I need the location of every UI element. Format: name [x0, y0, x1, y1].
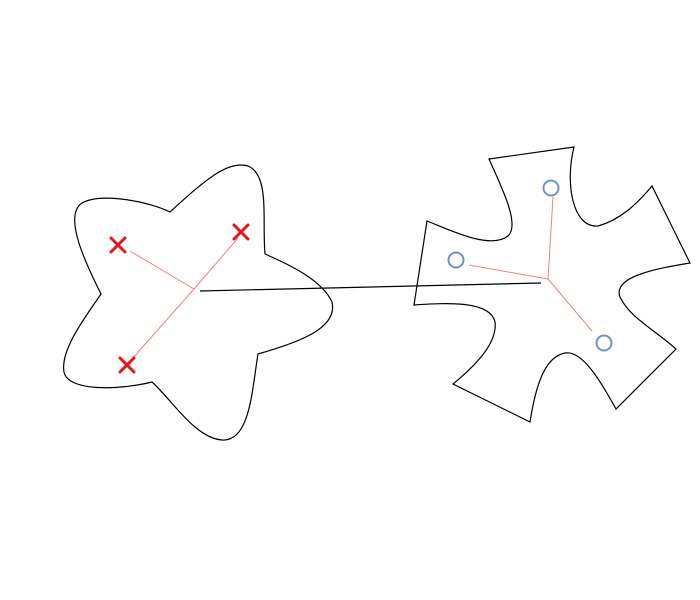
cross-shape-outline [413, 146, 691, 423]
star-spoke-lower-left [131, 288, 195, 360]
circle-markers [447, 179, 613, 352]
cross-shape-group [413, 146, 691, 423]
circle-icon [447, 251, 465, 269]
cross-shape-spoke-left [468, 264, 549, 280]
star-spoke-upper-right [193, 237, 239, 290]
cross-shape-spokes [468, 196, 593, 332]
circle-icon [595, 334, 613, 352]
shape-connector-line [199, 282, 542, 292]
star-spokes [129, 237, 239, 360]
cross-icon [118, 356, 136, 374]
cross-shape-spoke-lower-right [547, 278, 593, 332]
circle-icon [542, 179, 560, 197]
cross-shape-spoke-top [547, 196, 554, 280]
star-spoke-upper-left [129, 250, 195, 290]
cross-icon [109, 236, 127, 254]
star-shape-outline [63, 164, 334, 441]
cross-icon [232, 223, 250, 241]
star-shape-group [63, 164, 334, 441]
cross-markers [109, 223, 250, 374]
